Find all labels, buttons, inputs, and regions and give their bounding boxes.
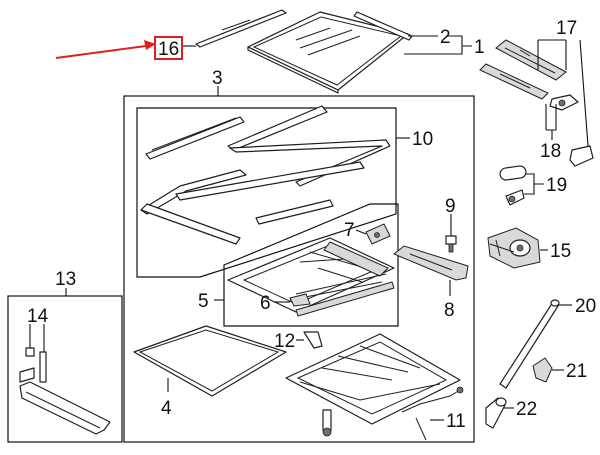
callout-9: 9	[445, 196, 456, 217]
seal-group-frame	[136, 107, 397, 278]
callout-20: 20	[575, 296, 596, 317]
callout-7: 7	[344, 220, 355, 241]
callout-2: 2	[440, 27, 451, 48]
drain-valve	[485, 397, 507, 429]
callout-18: 18	[540, 141, 561, 162]
rear-seal-strip	[353, 11, 413, 41]
rail-end-bracket	[569, 145, 594, 167]
callout-4: 4	[161, 398, 172, 419]
guide-rail-assembly	[479, 39, 579, 111]
pin-12	[303, 331, 323, 349]
callout-12: 12	[274, 331, 295, 352]
front-seal-strip	[195, 9, 287, 48]
sunroof-housing	[285, 333, 461, 437]
callout-8: 8	[444, 300, 455, 321]
callout-22: 22	[516, 399, 537, 420]
sunroof-frame	[227, 237, 395, 317]
sunshade-panel	[133, 325, 287, 397]
drain-plug	[499, 165, 527, 181]
leader-lines	[29, 35, 589, 421]
highlight-box	[154, 36, 183, 60]
clip-6	[289, 293, 311, 307]
callout-21: 21	[566, 361, 587, 382]
frame-subgroup-box	[223, 203, 399, 327]
highlight-arrowhead	[144, 40, 156, 50]
deflector-8	[393, 245, 469, 281]
callout-10: 10	[412, 129, 433, 150]
callout-5: 5	[198, 291, 209, 312]
sunroof-motor	[487, 227, 541, 269]
callout-1: 1	[474, 37, 485, 58]
glass-panel-assembly	[247, 11, 409, 94]
callout-6: 6	[260, 293, 271, 314]
highlight-arrow-line	[55, 45, 147, 59]
drain-hose	[499, 299, 560, 389]
callout-15: 15	[550, 241, 571, 262]
callout-19: 19	[546, 175, 567, 196]
callout-3: 3	[212, 68, 223, 89]
callout-labels: 1 2 3 4 5 6 7 8 9 10 11 12 13 14 15 16 1…	[27, 18, 596, 432]
callout-16: 16	[158, 39, 179, 60]
hose-clip	[532, 357, 553, 383]
weatherstrip-seals	[140, 105, 391, 245]
group-13-frame	[7, 295, 123, 443]
callout-14: 14	[27, 306, 49, 327]
callout-11: 11	[446, 411, 466, 432]
bolt-9	[445, 235, 457, 253]
callout-13: 13	[55, 269, 76, 290]
wire-harness	[401, 386, 464, 441]
bracket-7	[365, 223, 391, 245]
drain-tube-assembly	[19, 347, 111, 435]
callout-17: 17	[556, 18, 577, 39]
screw-19	[505, 189, 525, 206]
group-3-frame	[123, 95, 475, 443]
